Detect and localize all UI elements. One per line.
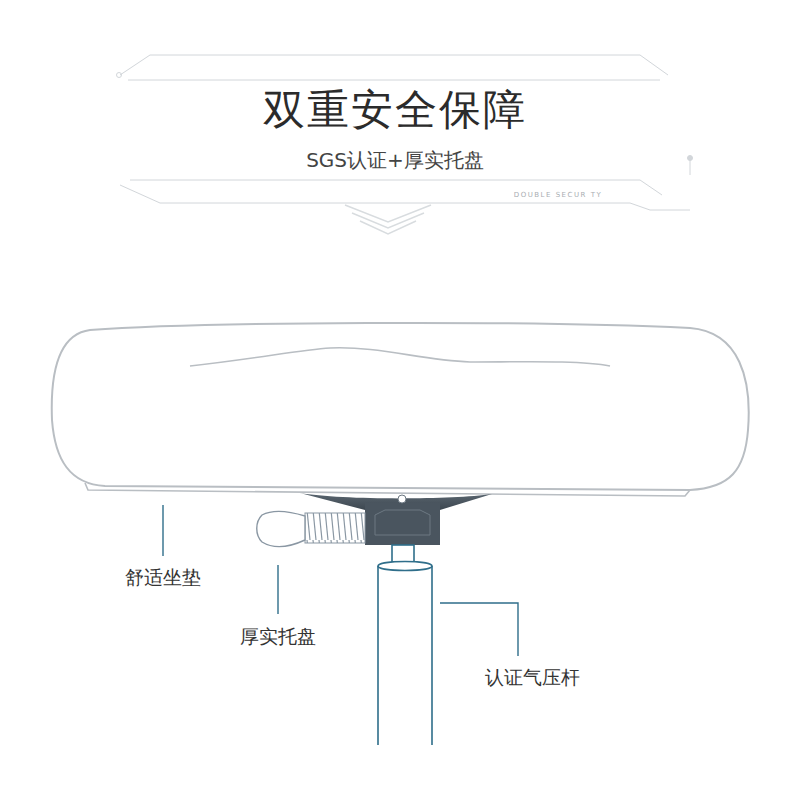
gas-lift [378, 545, 432, 745]
subtitle: SGS认证+厚实托盘 [306, 147, 484, 174]
part-name: 厚实托盘 [240, 624, 316, 650]
title: 双重安全保障 [263, 82, 527, 138]
lever-spring [257, 511, 365, 546]
chevrons [345, 205, 431, 234]
seat-tray [300, 493, 492, 545]
header-frame [117, 55, 693, 210]
part-name: 认证气压杆 [485, 665, 580, 691]
part-name: 舒适坐垫 [125, 565, 201, 591]
leader-lines [163, 505, 518, 656]
seat-cushion [52, 323, 749, 496]
watermark: DOUBLE SECUR TY [514, 191, 602, 199]
